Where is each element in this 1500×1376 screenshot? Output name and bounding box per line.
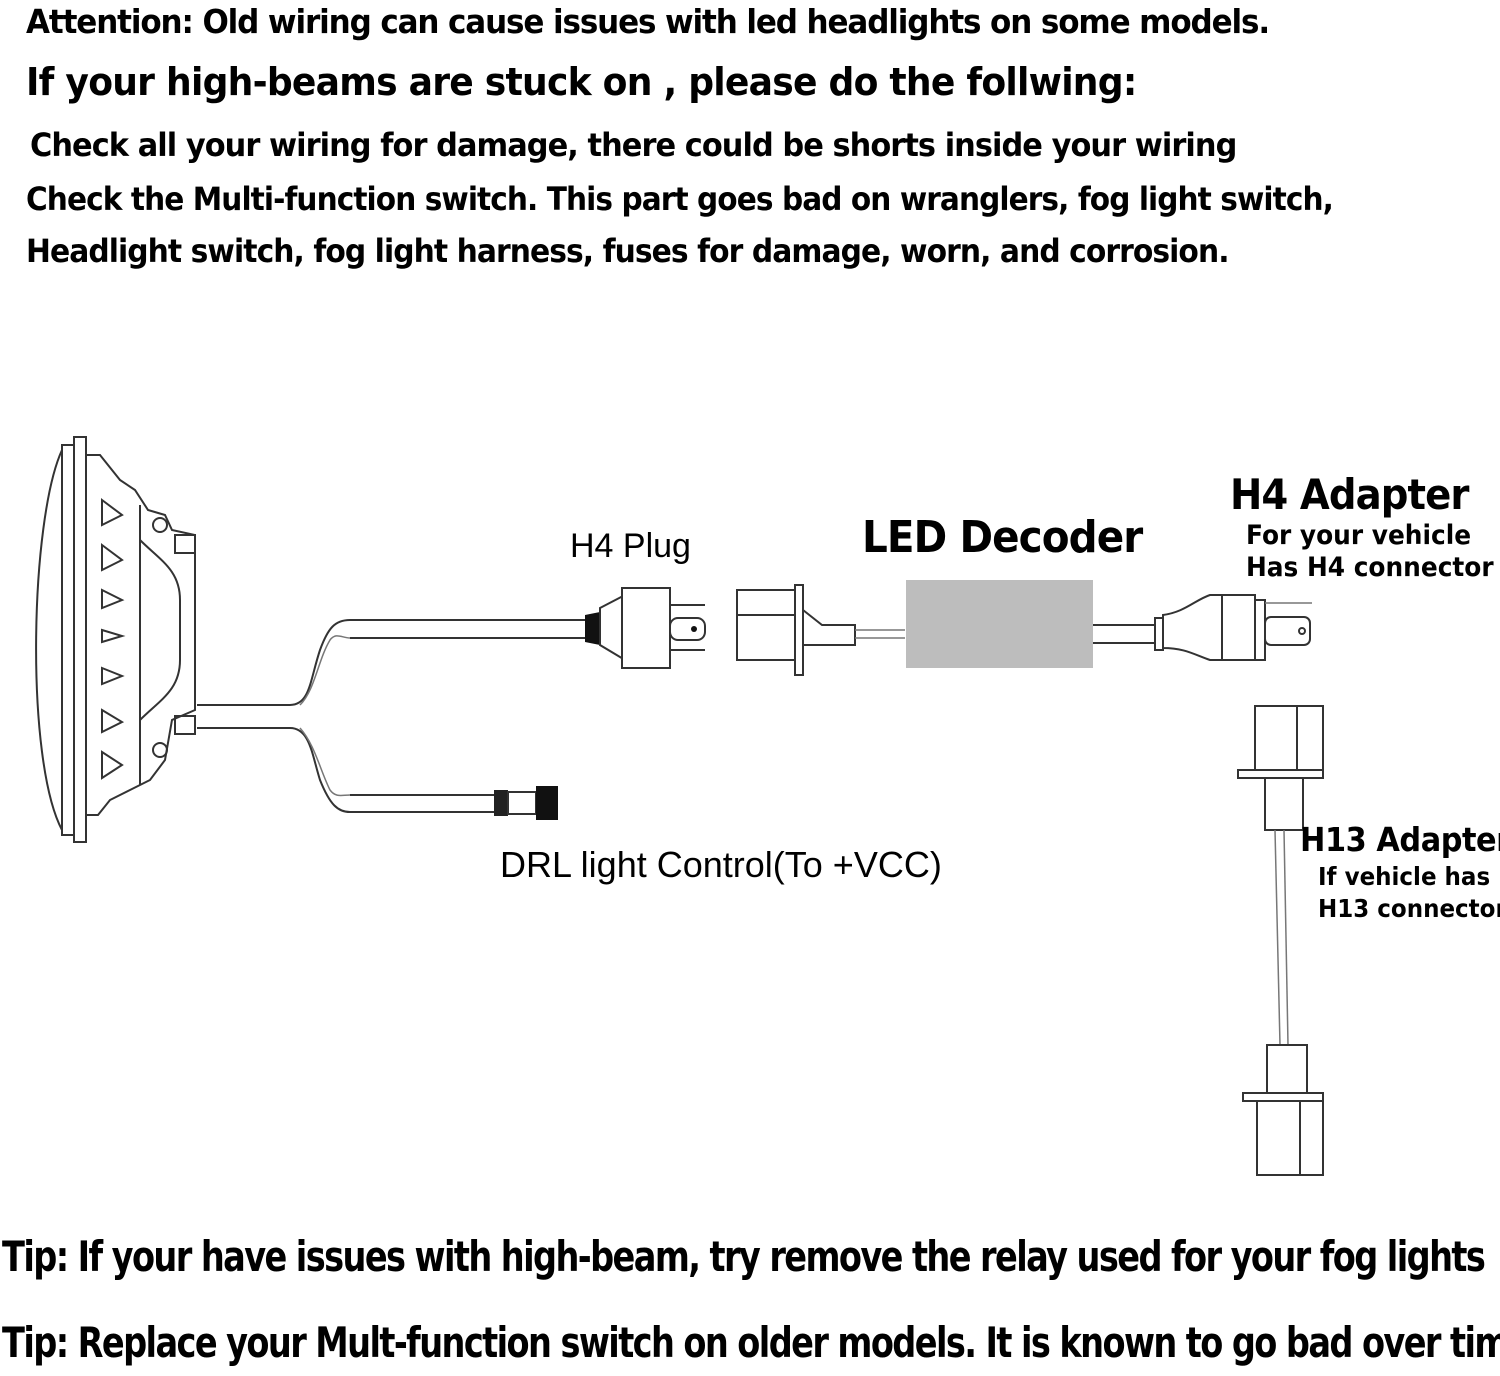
tip-multifunction-switch: Tip: Replace your Mult-function switch o… xyxy=(2,1318,1500,1367)
h4-adapter-desc-line2: Has H4 connector xyxy=(1246,552,1494,583)
h13-adapter-desc-line2: H13 connector xyxy=(1318,894,1500,923)
decoder-output-cable xyxy=(1093,624,1155,644)
check-step-1: Check all your wiring for damage, there … xyxy=(30,126,1237,164)
h13-adapter-icon xyxy=(1237,705,1324,1176)
headlight-icon xyxy=(35,436,196,843)
drl-connector-icon xyxy=(494,786,558,820)
high-beam-instruction-heading: If your high-beams are stuck on , please… xyxy=(26,60,1137,104)
y-harness-cable xyxy=(197,619,590,813)
h4-adapter-desc-line1: For your vehicle xyxy=(1246,520,1472,551)
h4-adapter-icon xyxy=(1154,594,1312,661)
tip-fog-relay: Tip: If your have issues with high-beam,… xyxy=(2,1232,1486,1281)
led-decoder-label: LED Decoder xyxy=(862,512,1143,563)
h13-adapter-desc-line1: If vehicle has xyxy=(1318,862,1491,891)
h4-plug-label: H4 Plug xyxy=(570,527,691,565)
check-step-3: Headlight switch, fog light harness, fus… xyxy=(26,232,1230,270)
drl-control-label: DRL light Control(To +VCC) xyxy=(500,844,942,885)
h4-adapter-title: H4 Adapter xyxy=(1230,470,1469,519)
attention-warning: Attention: Old wiring can cause issues w… xyxy=(26,2,1270,41)
led-decoder-box xyxy=(906,580,1093,668)
check-step-2: Check the Multi-function switch. This pa… xyxy=(26,180,1334,218)
h4-socket-icon xyxy=(736,584,905,676)
h13-adapter-title: H13 Adapter xyxy=(1300,820,1500,859)
h4-plug-icon xyxy=(585,587,706,669)
